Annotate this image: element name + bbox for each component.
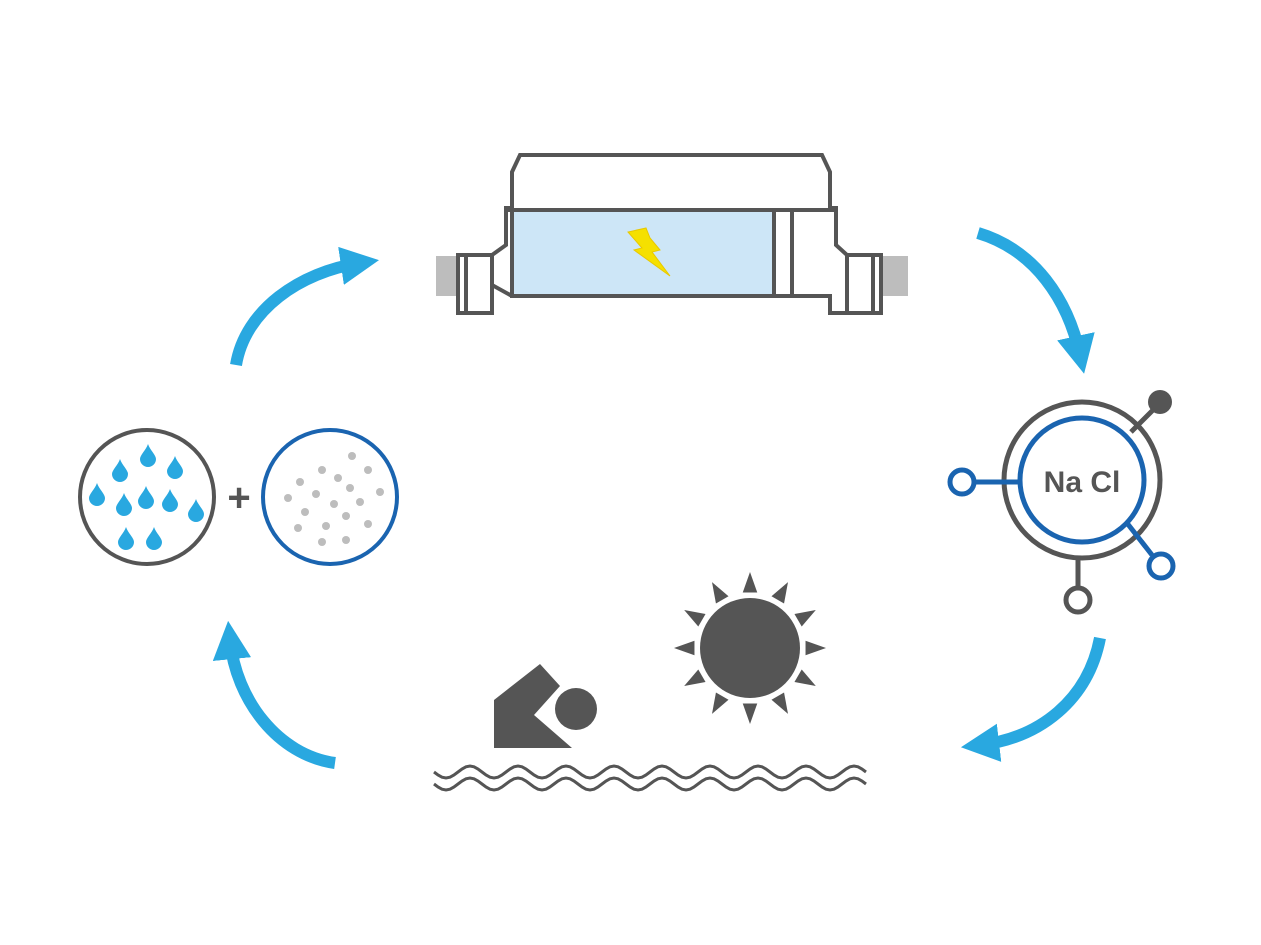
sun-ray <box>771 692 788 714</box>
nacl-molecule-icon: Na Cl <box>947 390 1176 615</box>
salt-grain <box>330 500 338 508</box>
swimmer-head <box>555 688 597 730</box>
water-drop <box>162 489 178 512</box>
atom-blue-left <box>947 467 977 497</box>
sun-ray <box>742 572 758 593</box>
salt-grain <box>318 538 326 546</box>
salt-grain <box>346 484 354 492</box>
salt-grain <box>342 536 350 544</box>
salt-grain <box>342 512 350 520</box>
swimmer-icon <box>494 664 597 748</box>
atom-blue-right <box>1146 551 1176 581</box>
arrow-bottom-left <box>212 620 337 769</box>
salt-grain <box>312 490 320 498</box>
atom-gray-filled <box>1148 390 1172 414</box>
salt-grain <box>296 478 304 486</box>
lightning-bolt-icon <box>627 227 671 277</box>
atom-gray-bottom <box>1063 585 1093 615</box>
salt-grain <box>376 488 384 496</box>
sun-ray <box>794 669 816 686</box>
arrow-top-right <box>976 227 1095 374</box>
sun-ray <box>684 669 706 686</box>
salt-chlorinator-cell-icon <box>436 153 908 315</box>
salt-grain <box>322 522 330 530</box>
water-drop <box>138 486 154 509</box>
pipe-right <box>880 256 908 296</box>
swimmer-body <box>494 664 572 748</box>
sun-icon <box>674 572 826 724</box>
sun-ray <box>674 640 695 656</box>
salt-grains-icon <box>261 428 399 566</box>
water-drop <box>167 456 183 479</box>
water-drop <box>140 444 156 467</box>
arrow-top-left <box>230 246 379 367</box>
water-drops-icon <box>78 428 216 566</box>
water-drop <box>188 499 204 522</box>
wave-line-bottom <box>433 776 867 792</box>
water-drop <box>116 493 132 516</box>
salt-grain <box>348 452 356 460</box>
sun-ray <box>684 610 706 627</box>
water-drop <box>112 459 128 482</box>
water-drop <box>118 527 134 550</box>
sun-ray <box>794 610 816 627</box>
cell-end-cap <box>772 208 794 298</box>
water-drop <box>146 527 162 550</box>
salt-grain <box>356 498 364 506</box>
salt-grain <box>318 466 326 474</box>
sun-ray <box>742 703 758 724</box>
sun-ray <box>712 582 729 604</box>
salt-grain <box>284 494 292 502</box>
salt-grain <box>301 508 309 516</box>
sun-ray <box>771 582 788 604</box>
sun-ray <box>805 640 826 656</box>
arrow-bottom-right <box>960 636 1106 762</box>
salt-grain <box>294 524 302 532</box>
water-drops <box>89 444 204 550</box>
water-waves-icon <box>433 764 867 792</box>
sun-ray <box>712 692 729 714</box>
nacl-label: Na Cl <box>1044 466 1121 499</box>
salt-circle <box>261 428 399 566</box>
cycle-arrows <box>212 227 1106 769</box>
plus-sign: + <box>227 476 250 520</box>
sun-disc <box>700 598 800 698</box>
salt-grain <box>364 466 372 474</box>
water-drop <box>89 483 105 506</box>
salt-grain <box>334 474 342 482</box>
sun-rays <box>674 572 826 724</box>
salt-grains <box>284 452 384 546</box>
salt-grain <box>364 520 372 528</box>
wave-line-top <box>433 764 867 780</box>
